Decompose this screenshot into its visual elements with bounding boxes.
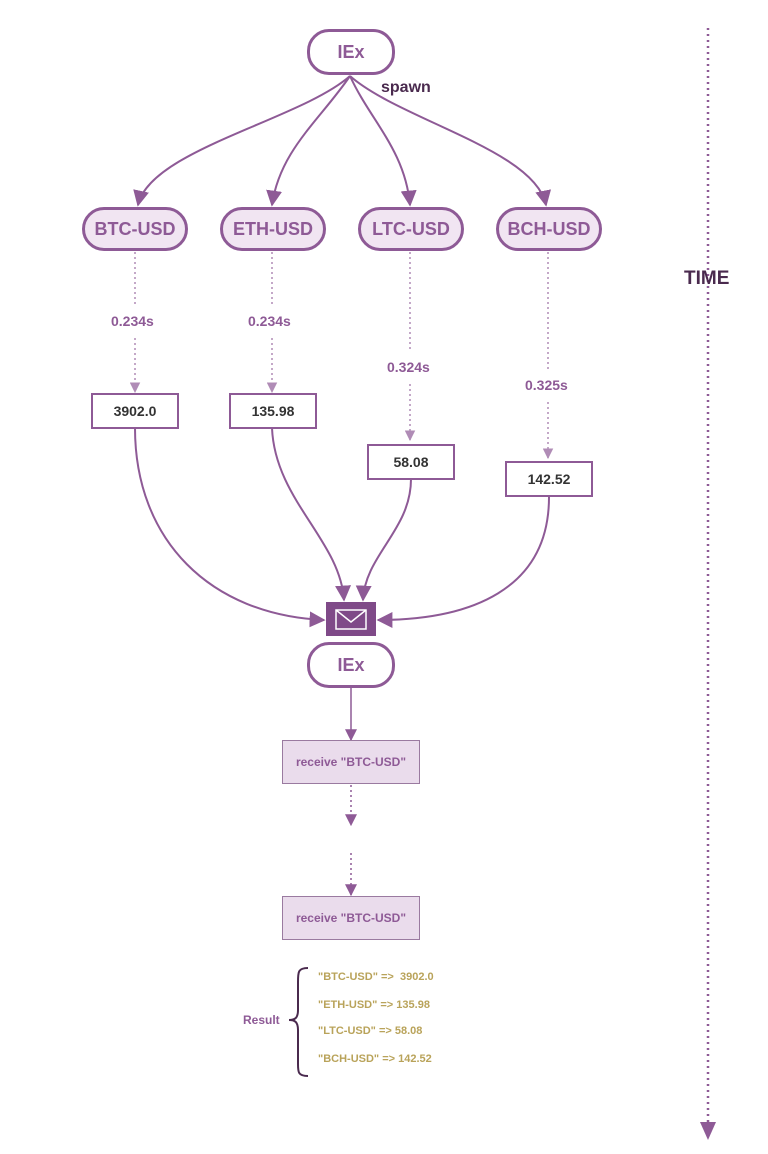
receive-step-2-label: receive "BTC-USD" (295, 911, 407, 925)
receive-step-2: receive "BTC-USD" (282, 896, 420, 940)
spawn-label: spawn (381, 79, 431, 96)
task-node-eth: ETH-USD (220, 207, 326, 251)
envelope-icon (335, 609, 367, 630)
spawn-arrow-btc (133, 75, 351, 207)
receiver-iex-node: IEx (307, 642, 395, 688)
message-arrows (134, 427, 550, 628)
duration-label-eth: 0.234s (248, 313, 291, 329)
result-value-ltc: 58.08 (394, 1025, 423, 1037)
time-label: TIME (684, 268, 730, 289)
task-label-ltc: LTC-USD (372, 218, 450, 239)
result-key-btc: "BTC-USD" => (318, 971, 394, 983)
result-brace (288, 967, 309, 1077)
result-entry-btc: "BTC-USD" => 3902.0 (318, 971, 434, 983)
receiver-iex-label: IEx (337, 654, 365, 675)
result-key-ltc: "LTC-USD" => (318, 1025, 392, 1037)
task-node-ltc: LTC-USD (358, 207, 464, 251)
value-box-btc: 3902.0 (91, 393, 179, 429)
value-text-ltc: 58.08 (393, 454, 429, 470)
value-text-eth: 135.98 (251, 403, 295, 419)
result-entry-eth: "ETH-USD" => 135.98 (318, 999, 430, 1011)
task-label-eth: ETH-USD (233, 218, 313, 239)
result-entry-bch: "BCH-USD" => 142.52 (318, 1053, 432, 1065)
result-key-eth: "ETH-USD" => (318, 999, 394, 1011)
spawn-arrow-ltc (349, 75, 417, 207)
duration-label-btc: 0.234s (111, 313, 154, 329)
receive-step-1-label: receive "BTC-USD" (295, 755, 407, 769)
duration-label-bch: 0.325s (525, 377, 568, 393)
result-label: Result (243, 1013, 280, 1027)
result-value-btc: 3902.0 (399, 971, 434, 983)
result-value-eth: 135.98 (396, 999, 430, 1011)
spawn-arrows (133, 75, 551, 207)
message-arrow-btc (134, 427, 326, 628)
duration-label-ltc: 0.324s (387, 359, 430, 375)
value-box-bch: 142.52 (505, 461, 593, 497)
value-text-bch: 142.52 (527, 471, 571, 487)
root-iex-node: IEx (307, 29, 395, 75)
task-label-btc: BTC-USD (94, 218, 176, 239)
task-label-bch: BCH-USD (507, 218, 591, 239)
value-box-eth: 135.98 (229, 393, 317, 429)
result-key-bch: "BCH-USD" => (318, 1053, 396, 1065)
spawn-arrow-eth (266, 75, 351, 207)
message-arrow-bch (376, 496, 550, 628)
value-text-btc: 3902.0 (113, 403, 157, 419)
mailbox (326, 602, 376, 636)
spawn-arrow-bch (349, 75, 551, 207)
message-arrow-eth (271, 427, 352, 602)
task-node-bch: BCH-USD (496, 207, 602, 251)
message-arrow-ltc (355, 478, 412, 602)
root-iex-label: IEx (337, 41, 365, 62)
result-entry-ltc: "LTC-USD" => 58.08 (318, 1025, 422, 1037)
task-node-btc: BTC-USD (82, 207, 188, 251)
time-axis-arrowhead (700, 1122, 716, 1140)
duration-arrows (129, 252, 554, 460)
value-box-ltc: 58.08 (367, 444, 455, 480)
receive-step-1: receive "BTC-USD" (282, 740, 420, 784)
result-value-bch: 142.52 (398, 1053, 432, 1065)
